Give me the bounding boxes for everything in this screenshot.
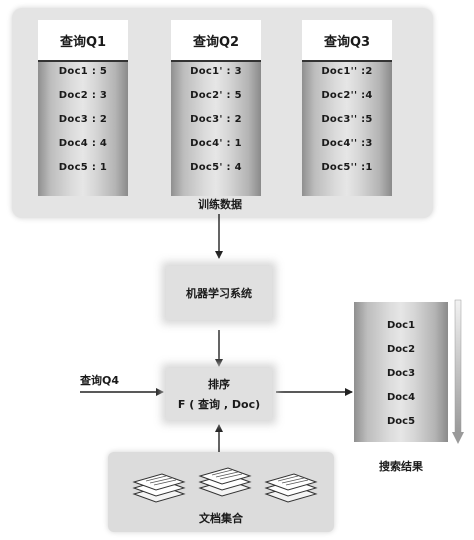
query-q2-doc-4: Doc4' : 1 (190, 138, 242, 149)
document-collection-panel: 文档集合 (108, 452, 334, 532)
query-q2-doc-3: Doc3' : 2 (190, 114, 242, 125)
query-q1-doc-3: Doc3 : 2 (58, 114, 108, 125)
ranking-label: 排序 (208, 378, 230, 391)
result-doc-4: Doc4 (386, 392, 416, 403)
query-q4-label: 查询Q4 (80, 374, 120, 387)
search-results-cylinder: Doc1 Doc2 Doc3 Doc4 Doc5 (354, 302, 448, 442)
query-q2-doc-2: Doc2' : 5 (190, 90, 242, 101)
query-q1-cylinder: 查询Q1 Doc1 : 5 Doc2 : 3 Doc3 : 2 Doc4 : 4… (38, 20, 128, 196)
query-q3-doc-4: Doc4'' :3 (321, 138, 373, 149)
query-q2-doc-5: Doc5' : 4 (190, 162, 242, 173)
query-q2-doc-1: Doc1' : 3 (190, 66, 242, 77)
document-stack-icon-1 (132, 473, 186, 503)
query-q1-doc-2: Doc2 : 3 (58, 90, 108, 101)
document-stack-icon-3 (264, 473, 318, 503)
query-q3-title: 查询Q3 (302, 20, 392, 62)
query-q1-doc-1: Doc1 : 5 (58, 66, 108, 77)
query-q2-cylinder: 查询Q2 Doc1' : 3 Doc2' : 5 Doc3' : 2 Doc4'… (171, 20, 261, 196)
query-q3-doc-5: Doc5'' :1 (321, 162, 373, 173)
ml-system-box: 机器学习系统 (166, 266, 272, 320)
document-stack-icon-2 (198, 467, 252, 497)
query-q3-doc-1: Doc1'' :2 (321, 66, 373, 77)
document-collection-label: 文档集合 (199, 512, 243, 525)
result-doc-2: Doc2 (386, 344, 416, 355)
result-doc-3: Doc3 (386, 368, 416, 379)
ranking-order-arrow (452, 299, 464, 444)
ml-system-label: 机器学习系统 (186, 287, 252, 300)
ranking-function-box: 排序 F ( 查询 , Doc) (166, 368, 272, 420)
query-q1-title: 查询Q1 (38, 20, 128, 62)
result-doc-5: Doc5 (386, 416, 416, 427)
query-q3-doc-3: Doc3'' :5 (321, 114, 373, 125)
query-q1-doc-5: Doc5 : 1 (58, 162, 108, 173)
result-doc-1: Doc1 (386, 320, 416, 331)
query-q2-title: 查询Q2 (171, 20, 261, 62)
query-q3-cylinder: 查询Q3 Doc1'' :2 Doc2'' :4 Doc3'' :5 Doc4'… (302, 20, 392, 196)
search-results-label: 搜索结果 (379, 460, 423, 473)
training-data-label: 训练数据 (198, 198, 242, 211)
query-q3-doc-2: Doc2'' :4 (321, 90, 373, 101)
query-q1-doc-4: Doc4 : 4 (58, 138, 108, 149)
ranking-formula: F ( 查询 , Doc) (177, 398, 261, 411)
